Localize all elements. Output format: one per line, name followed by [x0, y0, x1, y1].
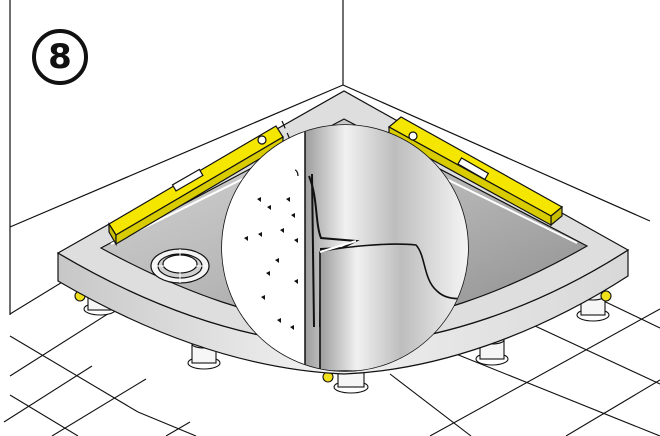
step-number: 8: [48, 36, 72, 77]
spirit-level-left: [108, 125, 284, 247]
room-walls: [9, 0, 651, 315]
spirit-level-right: [387, 116, 564, 227]
sealant-marks: [244, 197, 298, 330]
adjustable-foot-right: [576, 290, 612, 322]
floor-tiles: [3, 247, 660, 436]
detail-magnifier: [221, 124, 469, 372]
drain: [150, 248, 210, 284]
step-number-badge: 8: [32, 29, 88, 85]
